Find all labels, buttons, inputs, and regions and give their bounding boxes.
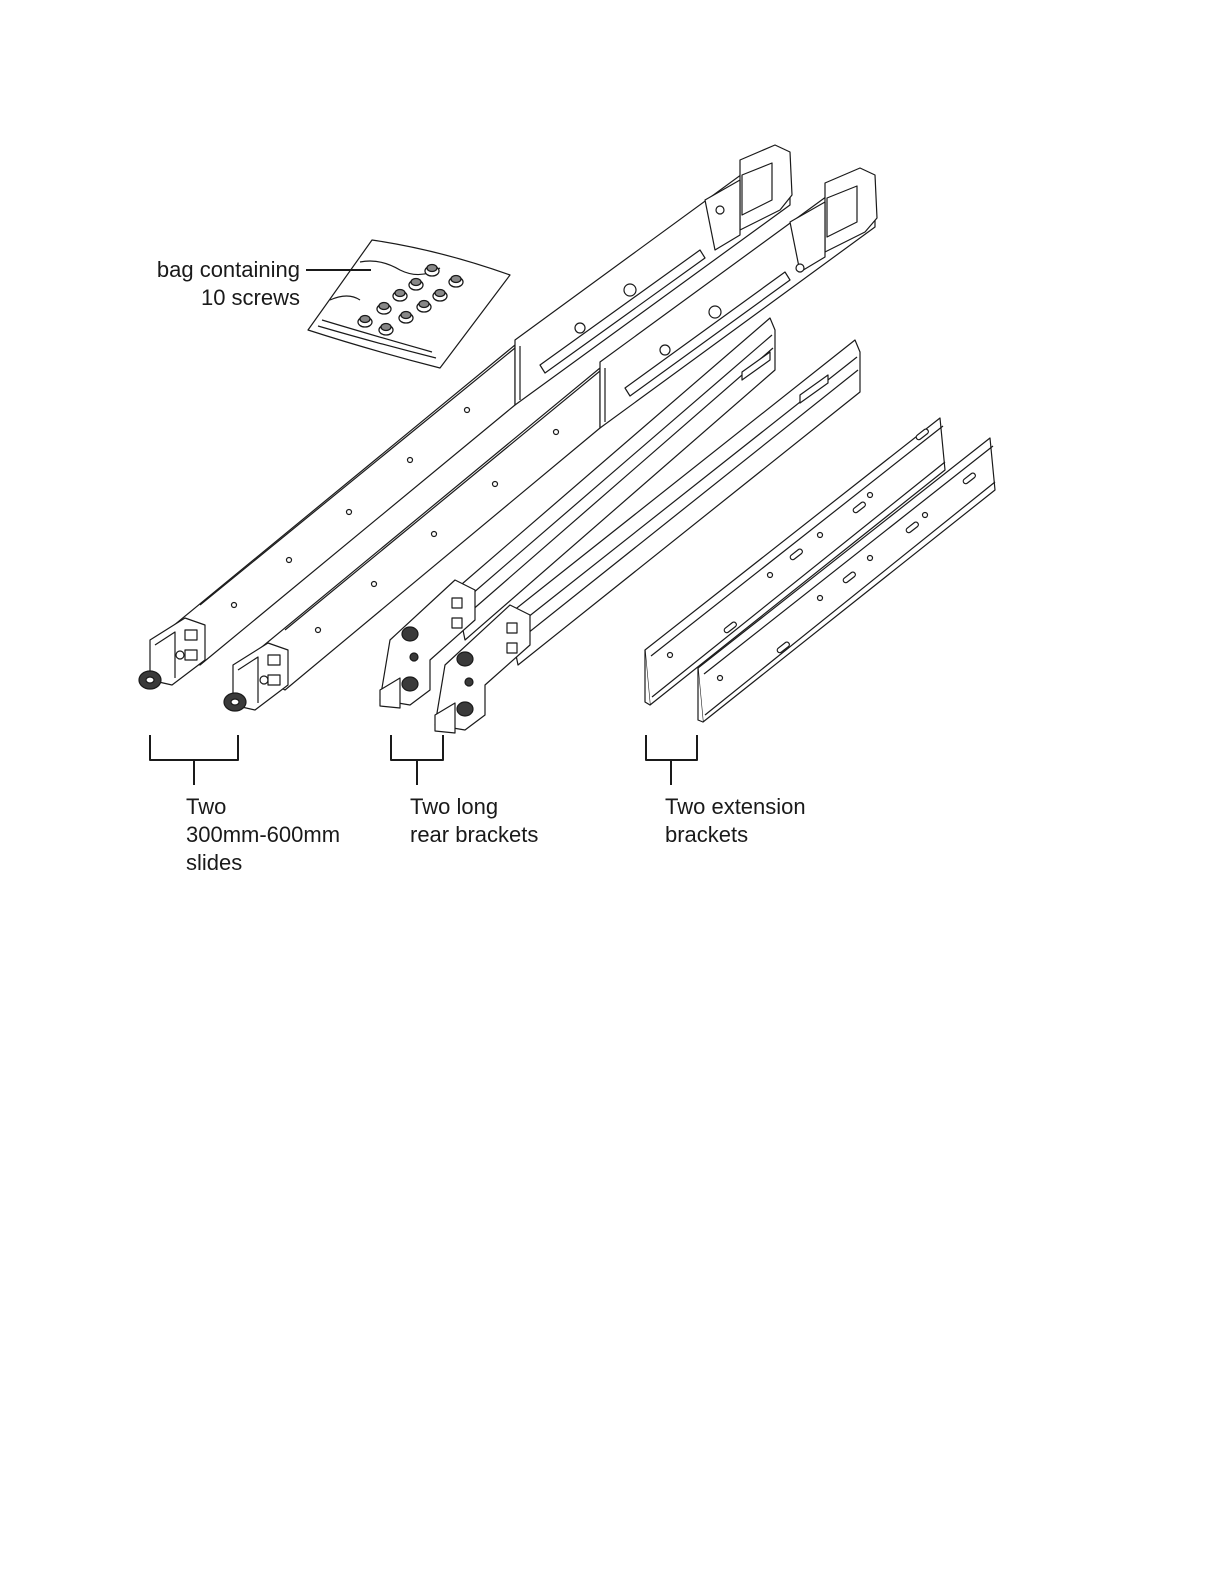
screw-icon	[377, 303, 391, 315]
screw-icon	[379, 324, 393, 336]
screw-icon	[433, 290, 447, 302]
screw-icon	[425, 265, 439, 277]
rear-brackets-label: Two long rear brackets	[410, 793, 538, 849]
thumb-screw-icon	[224, 693, 246, 711]
rear-brackets-label-line1: Two long	[410, 793, 538, 821]
slides-bracket	[150, 735, 238, 785]
bag-label-line1: bag containing	[146, 256, 300, 284]
slides-label: Two 300mm-600mm slides	[186, 793, 340, 877]
bag-label-line2: 10 screws	[146, 284, 300, 312]
screw-icon	[409, 279, 423, 291]
slides-label-line2: 300mm-600mm	[186, 821, 340, 849]
screw-icon	[358, 316, 372, 328]
screw-icon	[399, 312, 413, 324]
extension-brackets-label-line2: brackets	[665, 821, 806, 849]
screw-icon	[449, 276, 463, 288]
extension-brackets-bracket	[646, 735, 697, 785]
screw-icon	[393, 290, 407, 302]
thumb-screw-icon	[139, 671, 161, 689]
rear-brackets-label-line2: rear brackets	[410, 821, 538, 849]
bag-label: bag containing 10 screws	[146, 256, 300, 312]
screw-bag	[308, 240, 510, 368]
extension-brackets-label: Two extension brackets	[665, 793, 806, 849]
slides-label-line3: slides	[186, 849, 340, 877]
screw-icon	[417, 301, 431, 313]
rear-brackets-bracket	[391, 735, 443, 785]
extension-brackets-label-line1: Two extension	[665, 793, 806, 821]
slides-label-line1: Two	[186, 793, 340, 821]
